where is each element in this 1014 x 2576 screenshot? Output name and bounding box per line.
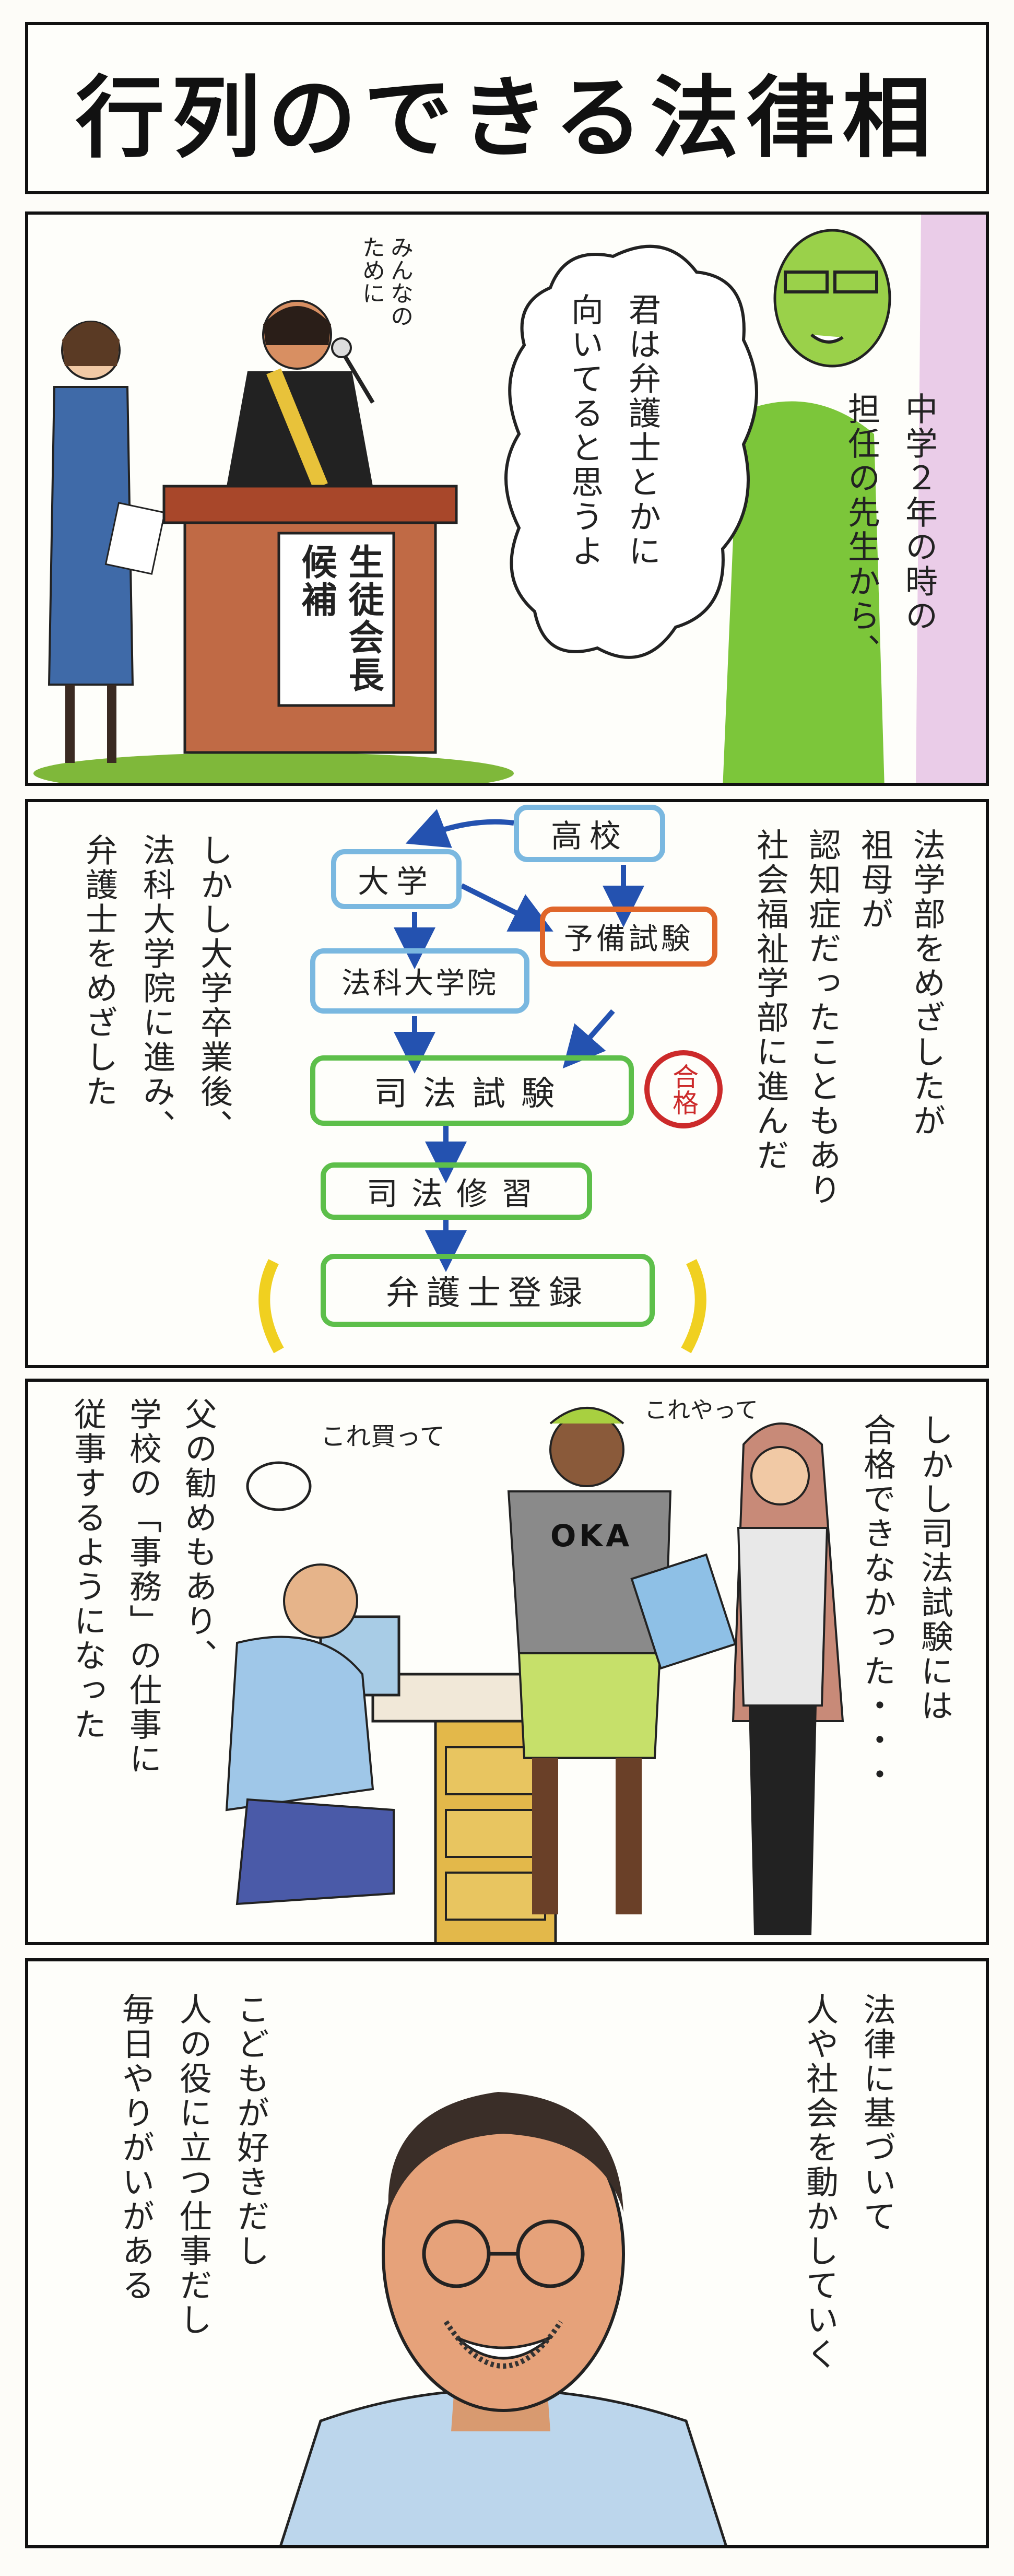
panel-4-narration-right: 法律に基づいて 人や社会を動かしていく [800, 1993, 896, 2372]
panel-2-narration-left: しかし大学卒業後、 法科大学院に進み、 弁護士をめざした [80, 833, 233, 1144]
crowd-shout-text: みんなの ために [358, 236, 413, 327]
panel-3-illustration [225, 1407, 844, 1942]
panel-3-narration-right: しかし司法試験には 合格できなかった・・・ [858, 1413, 953, 1792]
flow-touroku: 弁護士登録 [321, 1254, 655, 1327]
flow-shihou-shuushuu: 司法修習 [321, 1162, 592, 1220]
flow-koukou: 高校 [514, 805, 665, 862]
flow-goukaku-stamp: 合格 [644, 1050, 723, 1128]
bubble-kore-katte: これ買って [321, 1422, 445, 1451]
page-title: 行列のできる法律相談員 [75, 66, 939, 170]
flow-yobi: 予備試験 [540, 907, 717, 967]
panel-1: みんなの ために 生徒会長 候補 君は弁護士とかに 向いてると思うよ 中学２年の… [25, 211, 989, 786]
panel-2: 法学部をめざしたが 祖母が 認知症だったこともあり 社会福祉学部に進んだ しかし… [25, 799, 989, 1368]
shirt-text: OKA [550, 1518, 633, 1554]
panel-4-portrait [279, 2092, 727, 2545]
flow-daigaku: 大学 [331, 849, 462, 909]
panel-3: これ買って これやって OKA しかし司法試験には 合格できなかった・・・ 父の… [25, 1379, 989, 1945]
panel-4-narration-left: こどもが好きだし 人の役に立つ仕事だし 毎日やりがいがある [116, 1993, 269, 2337]
flow-houka: 法科大学院 [310, 948, 529, 1014]
panel-1-illustration [33, 215, 986, 783]
panel-4: 法律に基づいて 人や社会を動かしていく こどもが好きだし 人の役に立つ仕事だし … [25, 1958, 989, 2548]
panel-3-narration-left: 父の勧めもあり、 学校の「事務」の仕事に 従事するようになった [68, 1397, 217, 1777]
flow-arrows [258, 809, 706, 1354]
podium-sign-text: 生徒会長 候補 [295, 544, 383, 694]
panel-2-narration-right: 法学部をめざしたが 祖母が 認知症だったこともあり 社会福祉学部に進んだ [751, 828, 946, 1207]
bubble-kore-yatte: これやって [644, 1397, 758, 1424]
teacher-speech-text: 君は弁護士とかに 向いてると思うよ [565, 293, 661, 569]
panel-1-narration: 中学２年の時の 担任の先生から、 [842, 392, 938, 668]
title-panel: 行列のできる法律相談員 [25, 22, 989, 194]
flow-shihou-shiken: 司法試験 [310, 1055, 634, 1126]
